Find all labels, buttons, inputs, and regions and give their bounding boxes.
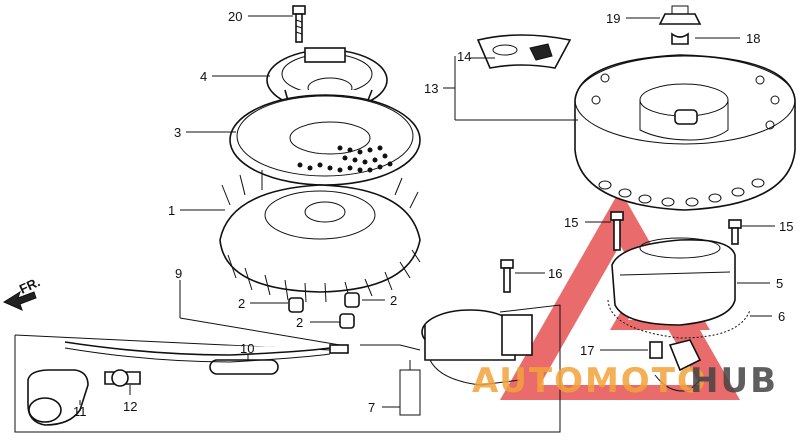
- callout-19: 19: [606, 11, 620, 26]
- part-12-clip: [104, 369, 141, 387]
- callout-5: 5: [776, 276, 783, 291]
- callout-2-b: 2: [390, 293, 397, 308]
- part-15-bolt-left: [610, 211, 624, 251]
- leader-lines: [79, 15, 775, 408]
- screen-holes: [297, 145, 393, 173]
- callout-13: 13: [424, 81, 438, 96]
- front-direction-arrow: FR.: [2, 274, 42, 311]
- part-13-flywheel: [574, 54, 796, 211]
- part-2-collars: [288, 292, 360, 329]
- watermark-brand-left: AUTOMOTO: [472, 361, 708, 401]
- callout-20: 20: [228, 9, 242, 24]
- part-5-charge-coil: [611, 237, 736, 326]
- part-18-key: [671, 32, 689, 45]
- wire-harness: [64, 341, 349, 363]
- callout-17: 17: [580, 343, 594, 358]
- flywheel-vents: [591, 73, 780, 207]
- direction-label: FR.: [17, 274, 42, 296]
- callout-4: 4: [200, 69, 207, 84]
- part-11-elbow-hose: [27, 369, 89, 426]
- part-6-gasket: [607, 299, 751, 339]
- callout-3: 3: [174, 125, 181, 140]
- part-7-ignition-coil: [360, 309, 533, 416]
- part-15-bolt-right: [728, 219, 742, 245]
- callout-9: 9: [175, 266, 182, 281]
- callout-2-c: 2: [296, 315, 303, 330]
- part-17-terminal: [649, 339, 702, 392]
- part-3-cooling-screen: [229, 94, 421, 186]
- part-16-bolt: [500, 259, 514, 293]
- callout-labels: 20 4 3 1 9 2 2 2 10 11 12 7 13 14 19 18 …: [73, 9, 793, 419]
- watermark-text: AUTOMOTO HUB: [472, 361, 778, 401]
- callout-7: 7: [368, 400, 375, 415]
- part-19-nut: [658, 5, 702, 25]
- callout-12: 12: [123, 399, 137, 414]
- callout-6: 6: [778, 309, 785, 324]
- part-10-tube: [209, 359, 279, 375]
- part-14-emblem: [476, 34, 572, 69]
- callout-1: 1: [168, 203, 175, 218]
- watermark-brand-right: HUB: [690, 361, 778, 401]
- callout-2-a: 2: [238, 296, 245, 311]
- callout-18: 18: [746, 31, 760, 46]
- part-1-flywheel-fan: [219, 170, 421, 303]
- callout-11: 11: [73, 404, 87, 419]
- part-20-bolt: [292, 5, 306, 43]
- callout-10: 10: [240, 341, 254, 356]
- callout-14: 14: [457, 49, 471, 64]
- callout-15-a: 15: [564, 215, 578, 230]
- callout-16: 16: [548, 266, 562, 281]
- callout-15-b: 15: [779, 219, 793, 234]
